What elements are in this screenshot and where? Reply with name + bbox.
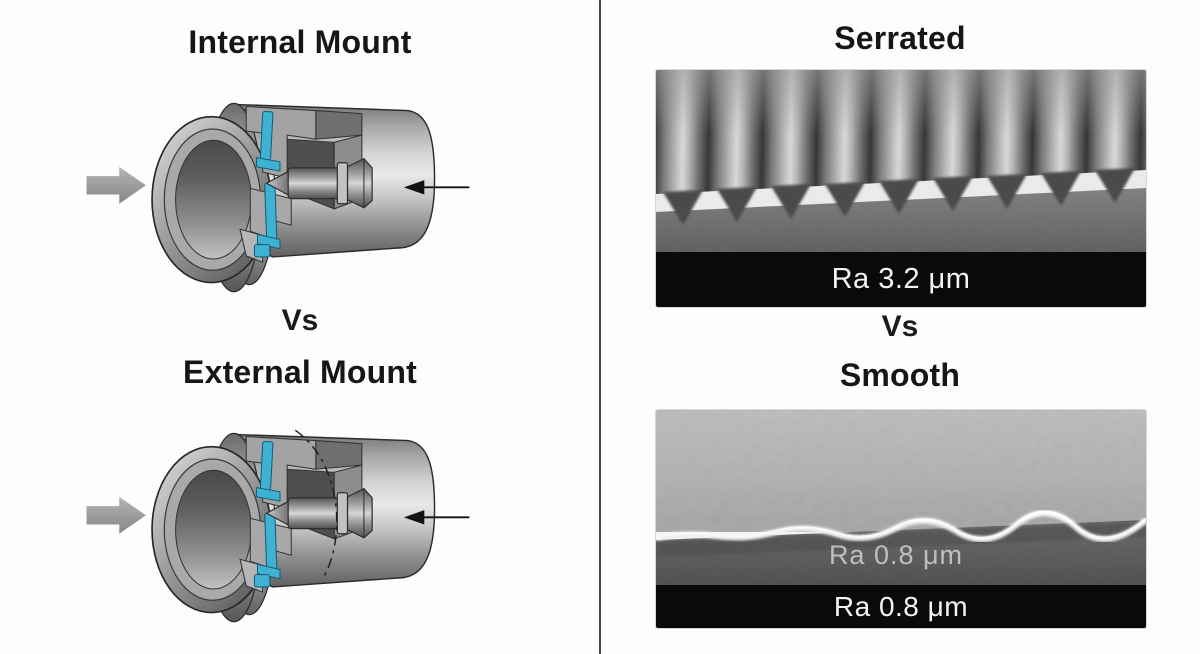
external-mount-diagram bbox=[85, 429, 471, 623]
smooth-surface-image: Ra 0.8 μm bbox=[656, 410, 1146, 585]
smooth-photo: Ra 0.8 μm Ra 0.8 μm bbox=[656, 410, 1146, 628]
internal-mount-diagram bbox=[85, 102, 471, 293]
serrated-surface-image bbox=[656, 70, 1146, 252]
ghost-roughness-label: Ra 0.8 μm bbox=[829, 540, 963, 570]
serrated-roughness-value: Ra 3.2 μm bbox=[831, 263, 971, 295]
serrated-caption-bar: Ra 3.2 μm bbox=[656, 252, 1146, 307]
smooth-caption-bar: Ra 0.8 μm bbox=[656, 585, 1146, 628]
left-vs-label: Vs bbox=[281, 304, 319, 337]
internal-mount-title: Internal Mount bbox=[188, 24, 412, 60]
centerline-dash-icon bbox=[294, 429, 338, 581]
smooth-title: Smooth bbox=[839, 357, 961, 393]
serrated-title: Serrated bbox=[834, 20, 966, 56]
smooth-roughness-value: Ra 0.8 μm bbox=[833, 590, 969, 622]
serrated-photo: Ra 3.2 μm bbox=[656, 70, 1146, 307]
external-mount-title: External Mount bbox=[183, 354, 417, 390]
panel-divider bbox=[599, 0, 601, 654]
right-vs-label: Vs bbox=[881, 310, 919, 343]
